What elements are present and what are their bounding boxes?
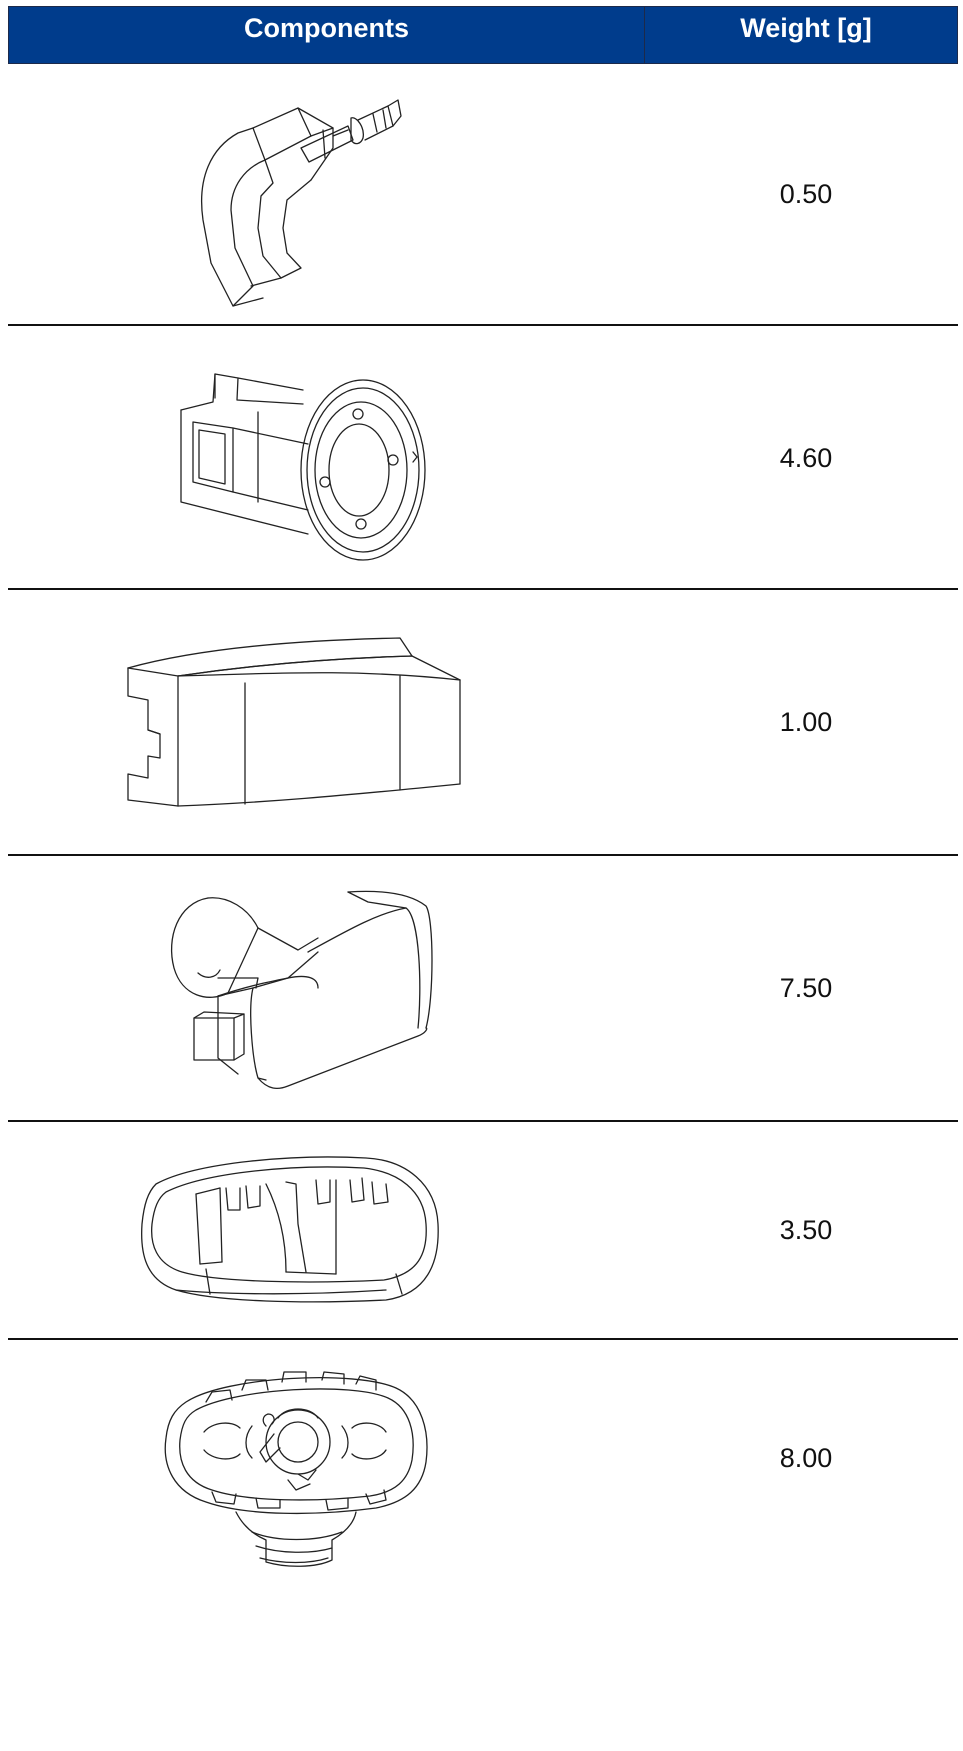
curved-clip-drawing <box>127 637 461 807</box>
row-divider <box>8 588 958 590</box>
weight-value: 7.50 <box>779 972 833 1003</box>
row-divider <box>8 854 958 856</box>
components-weight-table: Components Weight [g] 0.50 <box>8 6 958 1567</box>
row-divider <box>8 324 958 326</box>
table-row: 3.50 <box>8 1122 958 1338</box>
oval-frame-drawing <box>141 1156 439 1303</box>
component-cell <box>8 1122 644 1338</box>
cylindrical-valve-drawing <box>180 373 426 561</box>
hook-connector-drawing <box>201 99 402 307</box>
component-cell <box>8 64 644 324</box>
weight-value: 1.00 <box>779 706 833 737</box>
component-cell <box>8 326 644 590</box>
component-cell <box>8 590 644 854</box>
header-weight: Weight [g] <box>740 13 872 43</box>
table-row: 0.50 <box>8 64 958 324</box>
elbow-button-housing-drawing <box>170 890 433 1090</box>
weight-value: 0.50 <box>779 178 833 209</box>
table-row: 4.60 <box>8 326 958 590</box>
component-cell <box>8 856 644 1120</box>
row-divider <box>8 1338 958 1340</box>
oval-base-plate-drawing <box>164 1371 428 1567</box>
table-row: 1.00 <box>8 590 958 854</box>
row-divider <box>8 1120 958 1122</box>
weight-value: 8.00 <box>779 1442 833 1473</box>
header-components: Components <box>9 7 645 63</box>
weight-value: 3.50 <box>779 1214 833 1245</box>
table-header: Components Weight [g] <box>8 6 958 64</box>
table-row: 8.00 <box>8 1340 958 1576</box>
component-cell <box>8 1340 644 1576</box>
weight-value: 4.60 <box>779 442 833 473</box>
table-row: 7.50 <box>8 856 958 1120</box>
